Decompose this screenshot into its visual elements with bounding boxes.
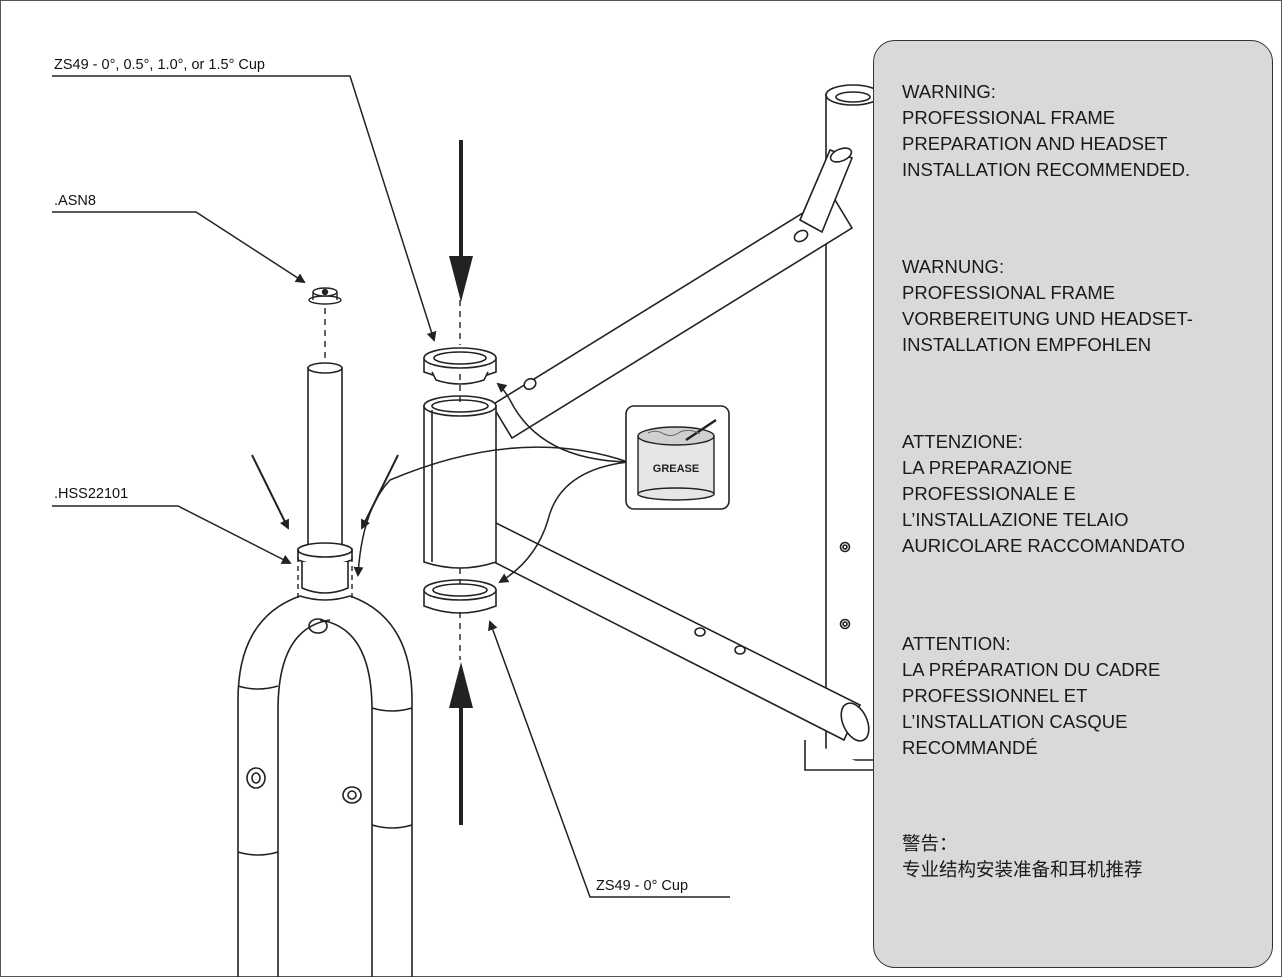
warning-heading: ATTENZIONE:	[902, 431, 1023, 452]
warning-heading: 警告：	[902, 833, 958, 854]
warning-text: PROFESSIONALE E	[902, 483, 1076, 504]
warning-text: L’INSTALLATION CASQUE	[902, 711, 1128, 732]
grease-label: GREASE	[653, 463, 699, 475]
warning-text: LA PRÉPARATION DU CADRE	[902, 659, 1161, 680]
grease-lines	[353, 382, 629, 584]
warning-english: WARNING: PROFESSIONAL FRAME PREPARATION …	[902, 79, 1190, 183]
warning-text: PROFESSIONAL FRAME	[902, 107, 1116, 128]
warning-text: L’INSTALLAZIONE TELAIO	[902, 509, 1129, 530]
warning-heading: WARNING:	[902, 81, 996, 102]
steerer-tube	[307, 362, 343, 553]
warning-text: RECOMMANDÉ	[902, 737, 1038, 758]
warning-german: WARNUNG: PROFESSIONAL FRAME VORBEREITUNG…	[902, 254, 1193, 358]
warning-text: INSTALLATION EMPFOHLEN	[902, 334, 1152, 355]
lower-cup	[423, 579, 497, 614]
head-tube	[423, 395, 497, 569]
warning-heading: WARNUNG:	[902, 256, 1005, 277]
press-arrows	[449, 140, 473, 825]
warning-text: PROFESSIONNEL ET	[902, 685, 1088, 706]
warning-text: 专业结构安装准备和耳机推荐	[902, 859, 1143, 880]
warning-panel: WARNING: PROFESSIONAL FRAME PREPARATION …	[873, 40, 1273, 968]
warning-chinese: 警告： 专业结构安装准备和耳机推荐	[902, 831, 1143, 883]
warning-text: AURICOLARE RACCOMANDATO	[902, 535, 1186, 556]
fork	[237, 595, 413, 977]
crown-race-callout: .HSS22101	[54, 486, 129, 502]
warning-text: VORBEREITUNG UND HEADSET-	[902, 308, 1193, 329]
leader-lines	[52, 75, 730, 898]
bottom-cup-callout: ZS49 - 0° Cup	[596, 878, 689, 894]
warning-italian: ATTENZIONE: LA PREPARAZIONE PROFESSIONAL…	[902, 429, 1185, 559]
top-cup-callout: ZS49 - 0°, 0.5°, 1.0°, or 1.5° Cup	[54, 57, 265, 73]
warning-text: PREPARATION AND HEADSET	[902, 133, 1168, 154]
warning-heading: ATTENTION:	[902, 633, 1011, 654]
grease-can: GREASE	[625, 405, 730, 510]
bike-frame	[489, 84, 881, 771]
crown-race	[297, 542, 353, 594]
warning-text: PROFESSIONAL FRAME	[902, 282, 1116, 303]
crown-race-arrows	[251, 454, 399, 530]
warning-text: LA PREPARAZIONE	[902, 457, 1073, 478]
star-nut-callout: .ASN8	[54, 193, 96, 209]
warning-text: INSTALLATION RECOMMENDED.	[902, 159, 1191, 180]
warning-french: ATTENTION: LA PRÉPARATION DU CADRE PROFE…	[902, 631, 1160, 761]
star-nut	[308, 287, 342, 305]
